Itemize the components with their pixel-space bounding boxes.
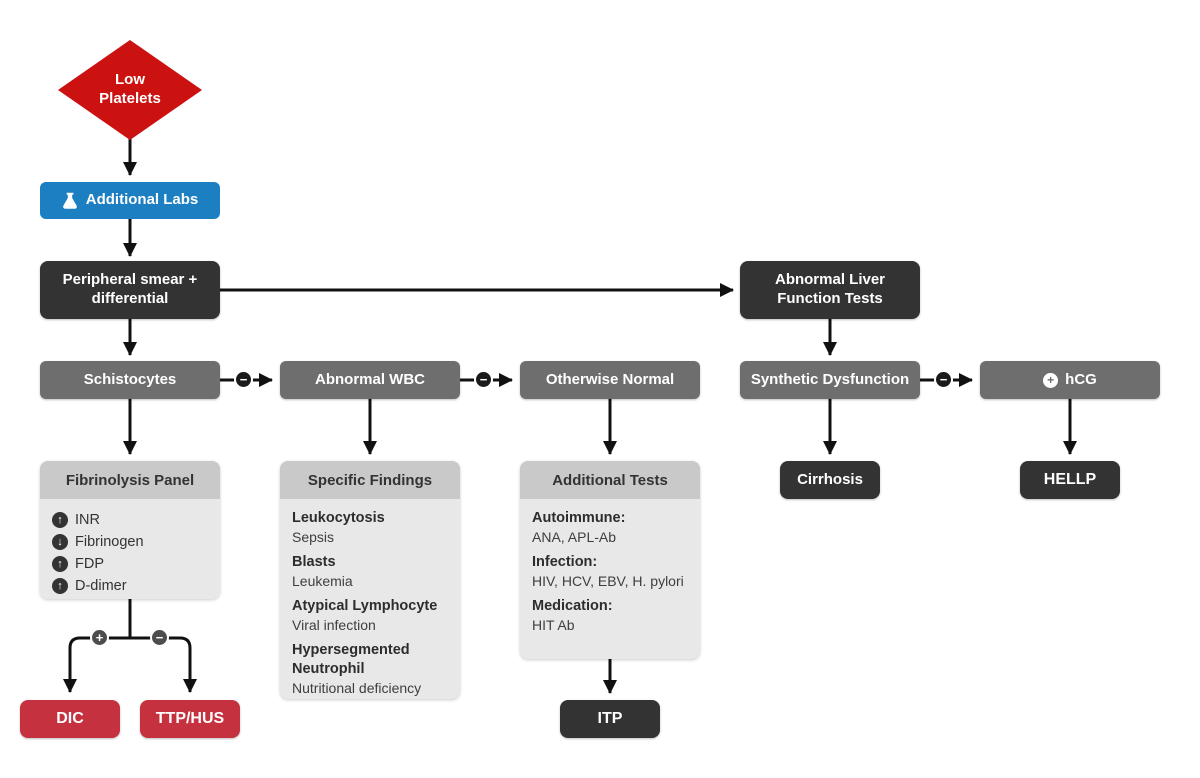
additional-tests-title: Additional Tests: [520, 461, 700, 499]
test-category: Autoimmune:: [532, 510, 626, 526]
finding-item: Hypersegmented Neutrophil Nutritional de…: [292, 641, 448, 697]
plus-icon: +: [90, 628, 109, 647]
node-hcg: + hCG: [980, 361, 1160, 399]
specific-findings-title: Specific Findings: [280, 461, 460, 499]
synthetic-dysfunction-label: Synthetic Dysfunction: [750, 370, 910, 388]
lab-trend-item: ↑ FDP: [52, 556, 208, 572]
cirrhosis-label: Cirrhosis: [797, 470, 863, 488]
lab-trend-label: Fibrinogen: [75, 534, 144, 550]
plus-circle-icon: +: [1043, 372, 1059, 388]
edge-branch-to-dic: [63, 636, 130, 693]
lab-trend-item: ↑ INR: [52, 512, 208, 528]
node-abnormal-wbc: Abnormal WBC: [280, 361, 460, 399]
arrow-up-circle-icon: ↑: [52, 556, 68, 572]
finding-item: Blasts Leukemia: [292, 553, 448, 590]
node-synthetic-dysfunction: Synthetic Dysfunction: [740, 361, 920, 399]
panel-specific-findings: Specific Findings Leukocytosis Sepsis Bl…: [280, 461, 460, 699]
dic-label: DIC: [56, 710, 84, 727]
node-hellp: HELLP: [1020, 461, 1120, 499]
panel-fibrinolysis: Fibrinolysis Panel ↑ INR ↓ Fibrinogen ↑ …: [40, 461, 220, 599]
finding-item: Atypical Lymphocyte Viral infection: [292, 597, 448, 634]
test-names: HIT Ab: [532, 616, 575, 633]
panel-additional-tests: Additional Tests Autoimmune: ANA, APL-Ab…: [520, 461, 700, 659]
finding-item: Leukocytosis Sepsis: [292, 509, 448, 546]
finding-name: Hypersegmented Neutrophil: [292, 642, 410, 677]
node-otherwise-normal: Otherwise Normal: [520, 361, 700, 399]
minus-icon: −: [234, 370, 253, 389]
minus-icon: −: [934, 370, 953, 389]
finding-name: Leukocytosis: [292, 510, 385, 526]
otherwise-normal-label: Otherwise Normal: [545, 370, 675, 388]
low-platelets-label: Low Platelets: [99, 71, 161, 107]
test-names: ANA, APL-Ab: [532, 528, 617, 545]
lab-trend-label: D-dimer: [75, 578, 127, 594]
finding-name: Blasts: [292, 554, 336, 571]
abnormal-liver-label: Abnormal Liver Function Tests: [774, 271, 886, 307]
fibrinolysis-panel-title: Fibrinolysis Panel: [40, 461, 220, 499]
test-category: Medication:: [532, 598, 613, 615]
finding-cause: Viral infection: [292, 616, 376, 633]
node-cirrhosis: Cirrhosis: [780, 461, 880, 499]
peripheral-smear-label: Peripheral smear + differential: [62, 271, 198, 307]
node-schistocytes: Schistocytes: [40, 361, 220, 399]
minus-icon: −: [150, 628, 169, 647]
itp-label: ITP: [597, 710, 623, 727]
additional-labs-label: Additional Labs: [85, 191, 199, 209]
ttp-hus-label: TTP/HUS: [155, 710, 225, 727]
test-item: Infection: HIV, HCV, EBV, H. pylori: [532, 553, 688, 590]
minus-icon: −: [474, 370, 493, 389]
finding-name: Atypical Lymphocyte: [292, 598, 438, 615]
hcg-label: hCG: [1065, 370, 1097, 388]
arrow-down-circle-icon: ↓: [52, 534, 68, 550]
node-itp: ITP: [560, 700, 660, 738]
node-dic: DIC: [20, 700, 120, 738]
test-category: Infection:: [532, 554, 598, 571]
lab-trend-label: INR: [75, 512, 100, 528]
abnormal-wbc-label: Abnormal WBC: [315, 370, 425, 388]
finding-cause: Sepsis: [292, 528, 335, 545]
fibrinolysis-panel-body: ↑ INR ↓ Fibrinogen ↑ FDP ↑ D-dimer: [40, 499, 220, 599]
finding-cause: Leukemia: [292, 572, 353, 589]
arrow-up-circle-icon: ↑: [52, 512, 68, 528]
hellp-label: HELLP: [1043, 471, 1097, 488]
edge-branch-to-ttp: [130, 636, 197, 693]
test-item: Autoimmune: ANA, APL-Ab: [532, 509, 688, 546]
finding-cause: Nutritional deficiency: [292, 679, 422, 696]
specific-findings-body: Leukocytosis Sepsis Blasts Leukemia Atyp…: [280, 499, 460, 699]
lab-trend-item: ↑ D-dimer: [52, 578, 208, 594]
node-additional-labs: Additional Labs: [40, 182, 220, 219]
schistocytes-label: Schistocytes: [83, 370, 177, 388]
test-item: Medication: HIT Ab: [532, 597, 688, 634]
node-peripheral-smear: Peripheral smear + differential: [40, 261, 220, 319]
lab-trend-item: ↓ Fibrinogen: [52, 534, 208, 550]
test-names: HIV, HCV, EBV, H. pylori: [532, 572, 684, 589]
node-abnormal-liver: Abnormal Liver Function Tests: [740, 261, 920, 319]
flask-icon: [62, 192, 77, 209]
additional-tests-body: Autoimmune: ANA, APL-Ab Infection: HIV, …: [520, 499, 700, 653]
node-ttp-hus: TTP/HUS: [140, 700, 240, 738]
arrow-up-circle-icon: ↑: [52, 578, 68, 594]
lab-trend-label: FDP: [75, 556, 104, 572]
